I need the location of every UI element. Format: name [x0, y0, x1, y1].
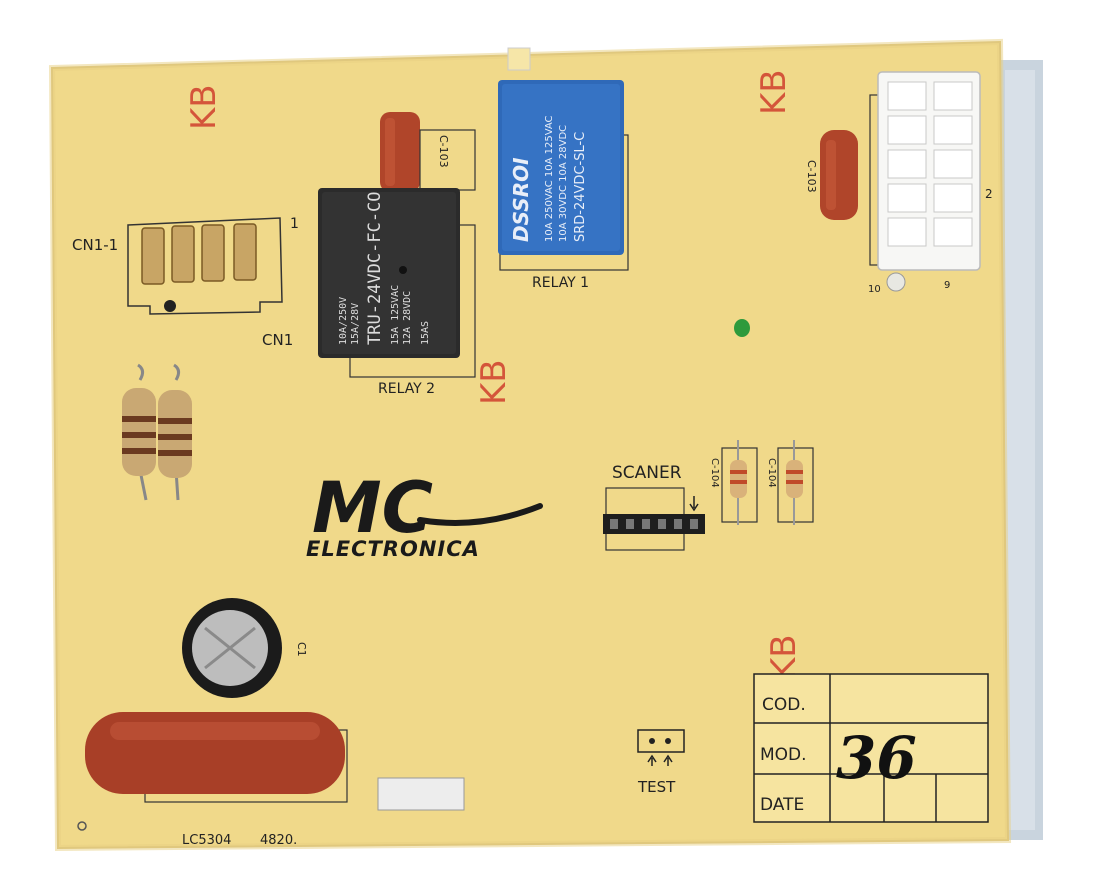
kb-mark-2: KB	[754, 69, 794, 115]
relay1-brand: DSSROI	[509, 157, 533, 242]
connector-pin9-label: 9	[944, 280, 950, 291]
relay2-spec1: 10A/250V	[338, 297, 349, 345]
test-label: TEST	[637, 778, 676, 796]
date-label: DATE	[760, 795, 804, 815]
scanner-label: SCANER	[612, 463, 682, 483]
relay2-label: RELAY 2	[378, 381, 435, 397]
relay1-model: SRD-24VDC-SL-C	[573, 132, 588, 242]
part-number: LC5304	[182, 833, 231, 848]
logo-name: ELECTRONICA	[306, 537, 480, 561]
cap-c103-a-label: C-103	[437, 135, 450, 168]
mod-value: 36	[836, 724, 917, 792]
white-connector: 2 10 9	[868, 71, 993, 295]
film-capacitor-large	[85, 712, 348, 803]
relay1-spec2: 10A 30VDC 10A 28VDC	[558, 125, 569, 242]
connector-pin2-label: 2	[985, 187, 993, 201]
electrolytic-capacitor: C1	[182, 598, 308, 698]
relay-1: DSSROI 10A 250VAC 10A 125VAC 10A 30VDC 1…	[498, 80, 629, 291]
relay2-rating: 15AS	[420, 321, 431, 345]
led	[734, 319, 750, 337]
relay2-spec3: 15A 125VAC	[390, 285, 401, 345]
circuit-board	[48, 38, 1012, 852]
board-slot	[377, 777, 465, 811]
relay1-label: RELAY 1	[532, 275, 589, 291]
film-capacitor-top: C-103	[380, 112, 476, 192]
res-c104-b-label: C-104	[766, 458, 777, 488]
res-c104-a-label: C-104	[709, 458, 720, 488]
relay2-spec4: 12A 28VDC	[402, 291, 413, 345]
resistor-pair-left	[122, 363, 192, 501]
logo-mark: MC	[312, 467, 433, 549]
kb-mark-3: KB	[474, 359, 514, 405]
label-table: COD. MOD. 36 DATE	[753, 673, 989, 823]
cn1-label: CN1	[262, 331, 293, 349]
cn1-1-label: CN1-1	[72, 236, 118, 254]
scanner-header: SCANER	[603, 463, 705, 551]
batch-number: 4820.	[260, 833, 297, 848]
mod-label: MOD.	[760, 745, 807, 765]
kb-mark-1: KB	[184, 84, 224, 130]
connector-pin10-label: 10	[868, 284, 881, 295]
test-pads: TEST	[637, 729, 685, 796]
cn1-pin1-label: 1	[290, 216, 299, 232]
relay-2: 10A/250V 15A/28V TRU-24VDC-FC-CO 15A 125…	[318, 188, 476, 397]
film-capacitor-right: C-103	[805, 130, 858, 220]
cn1-connector: CN1-1 1 CN1	[72, 216, 299, 349]
kb-mark-4: KB	[764, 634, 804, 680]
mc-electronica-logo: MC ELECTRONICA	[306, 467, 543, 561]
relay1-spec1: 10A 250VAC 10A 125VAC	[544, 115, 555, 242]
relay2-spec2: 15A/28V	[350, 303, 361, 345]
resistor-c104-pair: C-104 C-104	[709, 440, 814, 525]
cod-label: COD.	[762, 695, 806, 715]
electrolytic-label: C1	[295, 642, 308, 657]
cap-c103-b-label: C-103	[805, 160, 818, 193]
relay2-model: TRU-24VDC-FC-CO	[365, 191, 385, 345]
